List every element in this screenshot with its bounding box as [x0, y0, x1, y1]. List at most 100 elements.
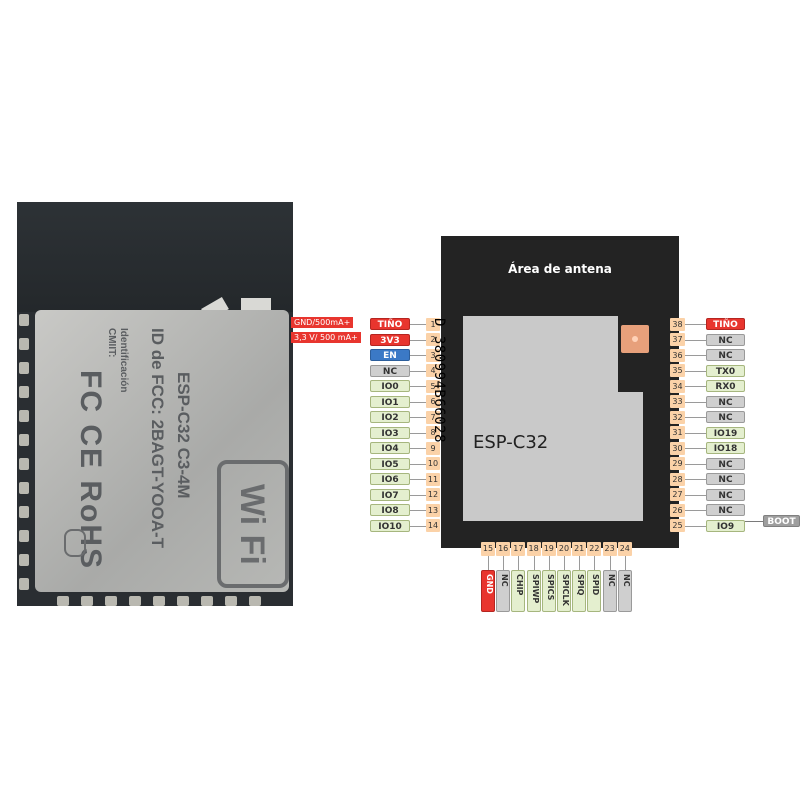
right-pin-number: 32: [670, 410, 685, 424]
left-pin-connector: [410, 432, 426, 434]
left-pin-label: IO6: [370, 473, 410, 485]
bottom-pin-label: SPICLK: [561, 574, 570, 606]
bottom-pin-connector: [488, 556, 489, 570]
left-pin-label: IO10: [370, 519, 410, 532]
right-pin-label: NC: [706, 504, 745, 516]
left-pin-label: TIÑO: [370, 318, 410, 330]
left-pin-number: 4: [426, 364, 440, 377]
bottom-pin-label-box: SPIWP: [526, 570, 541, 612]
bottom-pin-label-box: CHIP: [511, 570, 526, 612]
wifi-logo-text: Wi Fi: [233, 484, 271, 565]
bottom-pin-connector: [548, 556, 550, 570]
right-pin-number: 35: [670, 364, 685, 377]
bluetooth-icon: [64, 529, 86, 557]
bottom-pin-label-box: SPICLK: [557, 570, 571, 612]
left-pin-number: 3: [426, 348, 440, 362]
left-pin-number: 9: [426, 441, 440, 455]
right-pin-label: NC: [706, 457, 745, 470]
bottom-pin-label: CHIP: [515, 574, 525, 596]
left-pin-connector: [410, 370, 426, 372]
left-pin-number: 11: [426, 472, 440, 486]
bottom-pin-number: 18: [526, 542, 541, 556]
bottom-pin-label-box: SPID: [587, 570, 602, 612]
left-pin-label: IO2: [370, 411, 410, 423]
bottom-pin-label: SPIWP: [530, 574, 540, 604]
left-pin-connector: [410, 401, 426, 403]
left-pin-connector: [410, 510, 426, 511]
left-pin-connector: [410, 355, 426, 356]
photo-text-fcc-id: ID de FCC: 2BAGT-YOOA-T: [148, 328, 167, 549]
boot-label: BOOT: [763, 515, 800, 527]
bottom-pin-connector: [503, 556, 505, 570]
right-pin-number: 33: [670, 395, 685, 408]
right-pin-label: NC: [706, 411, 745, 423]
bottom-pin-label: GND: [485, 574, 494, 594]
left-pin-number: 2: [426, 333, 440, 346]
antenna-area-label: Área de antena: [508, 262, 612, 276]
right-pin-connector: [685, 370, 706, 372]
left-pin-number: 5: [426, 379, 440, 393]
right-pin-label: NC: [706, 349, 745, 361]
right-pin-label: NC: [706, 473, 745, 485]
right-pin-label: NC: [706, 488, 745, 501]
left-pin-number: 7: [426, 410, 440, 424]
left-pin-connector: [410, 339, 426, 341]
left-pin-label: EN: [370, 349, 410, 361]
pcb-edge: [17, 202, 293, 312]
left-pin-connector: [410, 324, 426, 325]
chip-die: [463, 316, 643, 521]
left-pin-connector: [410, 525, 426, 527]
bottom-pin-connector: [594, 556, 596, 570]
right-pin-number: 27: [670, 488, 685, 501]
wifi-logo: Wi Fi: [217, 460, 289, 588]
right-pin-label: IO9: [706, 519, 745, 532]
left-pin-number: 1: [426, 317, 440, 331]
left-pin-number: 12: [426, 488, 440, 501]
left-pin-label: IO3: [370, 426, 410, 439]
left-pin-number: 14: [426, 519, 440, 532]
bottom-pin-connector: [579, 556, 581, 570]
bottom-pin-label: SPICS: [545, 574, 555, 601]
right-pin-number: 31: [670, 426, 685, 439]
photo-text-model: ESP-C32 C3-4M: [174, 372, 193, 499]
bottom-pin-label: NC: [500, 574, 510, 587]
left-pin-label: NC: [370, 364, 410, 377]
bottom-pin-label-box: NC: [617, 570, 632, 612]
right-pin-connector: [685, 479, 706, 480]
rf-shield: [35, 310, 289, 592]
bottom-pin-label-box: NC: [496, 570, 511, 612]
right-pin-number: 38: [670, 317, 685, 331]
left-pin-number: 8: [426, 426, 440, 439]
left-pin-label: 3V3: [370, 333, 410, 346]
left-pin-number: 13: [426, 503, 440, 517]
right-pin-number: 30: [670, 441, 685, 455]
left-pin-label: IO8: [370, 504, 410, 516]
right-pin-connector: [685, 339, 706, 341]
bottom-pin-number: 24: [617, 542, 632, 556]
bottom-pin-label-box: NC: [602, 570, 617, 612]
bottom-pin-label: NC: [621, 574, 631, 587]
bottom-pin-label-box: GND: [481, 570, 495, 612]
ground-pad: [621, 325, 649, 353]
right-pin-number: 29: [670, 457, 685, 470]
left-pin-number: 6: [426, 395, 440, 408]
right-pin-connector: [685, 417, 706, 418]
right-pin-number: 37: [670, 333, 685, 346]
right-pin-label: TIÑO: [706, 318, 745, 330]
left-pin-label: IO7: [370, 488, 410, 501]
bottom-pin-number: 21: [572, 542, 587, 556]
left-pin-connector: [410, 448, 426, 449]
bottom-pin-label-box: SPIQ: [572, 570, 587, 612]
right-pin-label: NC: [706, 333, 745, 346]
bottom-pin-number: 16: [496, 542, 511, 556]
left-pin-connector: [410, 417, 426, 418]
left-pin-connector: [410, 386, 426, 387]
right-pin-connector: [685, 355, 706, 356]
right-pin-label: IO19: [706, 426, 745, 439]
bottom-pin-number: 19: [541, 542, 556, 556]
bottom-pin-number: 17: [511, 542, 526, 556]
left-pin-connector: [410, 463, 426, 465]
bottom-pin-label: NC: [606, 574, 616, 587]
right-pin-connector: [685, 448, 706, 449]
right-pin-connector: [685, 401, 706, 403]
